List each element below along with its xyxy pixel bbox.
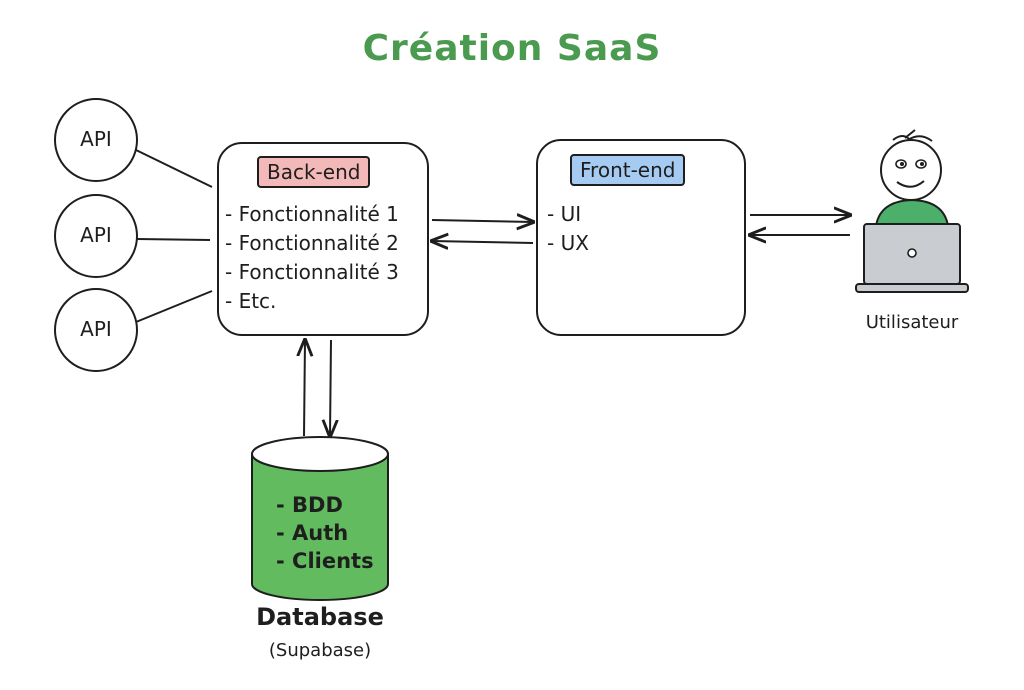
backend-item: - Etc. bbox=[225, 289, 277, 313]
api-label-2: API bbox=[80, 223, 112, 247]
database-title: Database bbox=[256, 603, 384, 631]
frontend-tag: Front-end bbox=[570, 154, 686, 186]
api-connector-3 bbox=[135, 290, 213, 323]
arrow-backend-to-database bbox=[330, 339, 331, 436]
api-node-1 bbox=[54, 98, 138, 182]
frontend-item: - UX bbox=[547, 231, 589, 255]
backend-tag: Back-end bbox=[257, 156, 371, 188]
arrow-frontend-to-backend bbox=[432, 241, 534, 243]
api-node-3 bbox=[54, 288, 138, 372]
api-connector-1 bbox=[135, 149, 213, 188]
user-label: Utilisateur bbox=[865, 312, 959, 333]
diagram-title: Création SaaS bbox=[362, 28, 662, 69]
user-icon bbox=[855, 129, 969, 293]
frontend-box bbox=[536, 139, 746, 336]
arrow-backend-to-frontend bbox=[431, 220, 533, 222]
database-item: - Auth bbox=[276, 521, 349, 545]
backend-item: - Fonctionnalité 3 bbox=[225, 260, 399, 284]
api-node-2 bbox=[54, 194, 138, 278]
arrow-database-to-backend bbox=[304, 340, 305, 437]
backend-box bbox=[217, 142, 429, 336]
api-label-1: API bbox=[80, 127, 112, 151]
frontend-item: - UI bbox=[547, 202, 582, 226]
database-cylinder bbox=[251, 436, 389, 601]
database-subtitle: (Supabase) bbox=[268, 640, 372, 661]
api-label-3: API bbox=[80, 317, 112, 341]
backend-item: - Fonctionnalité 2 bbox=[225, 231, 399, 255]
backend-item: - Fonctionnalité 1 bbox=[225, 202, 399, 226]
api-connector-2 bbox=[136, 238, 211, 241]
database-item: - Clients bbox=[276, 549, 374, 573]
database-item: - BDD bbox=[276, 493, 343, 517]
